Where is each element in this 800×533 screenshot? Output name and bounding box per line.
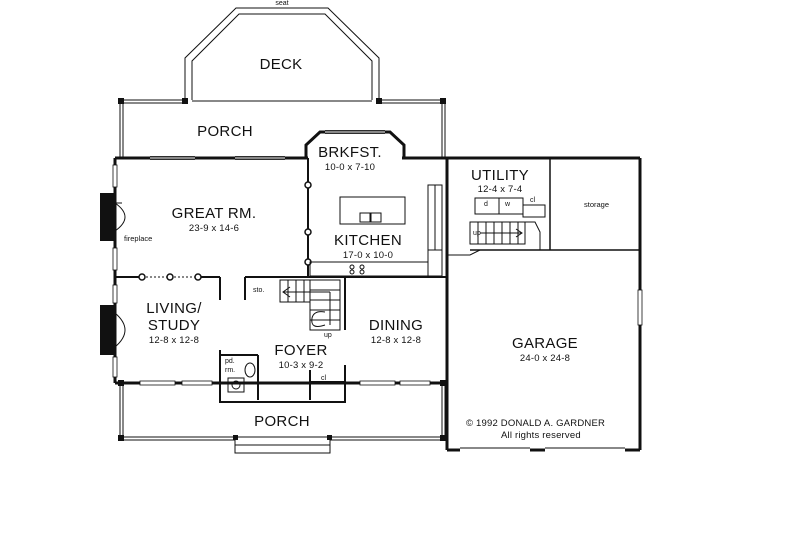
front-windows (139, 380, 431, 386)
dining-dims: 12-8 x 12-8 (370, 335, 422, 346)
copyright-line2: All rights reserved (501, 430, 581, 441)
utility-up-label: up (473, 230, 481, 237)
kitchen-label: KITCHEN (334, 232, 402, 249)
garage-door-openings (460, 447, 625, 452)
deck-label: DECK (259, 56, 303, 73)
columns (138, 181, 312, 281)
front-porch (119, 383, 446, 454)
dryer-label: d (484, 201, 488, 208)
foyer-closet-label: cl (321, 375, 327, 382)
seat-label: seat (275, 0, 289, 7)
west-windows (112, 164, 118, 378)
rear-porch-railing (119, 99, 446, 158)
stair-up-label: up (324, 332, 332, 339)
copyright-line1: © 1992 DONALD A. GARDNER (466, 418, 606, 429)
great-room-label: GREAT RM. (171, 205, 257, 222)
kitchen-counter (309, 249, 443, 277)
fireplace-living (100, 305, 126, 355)
living-label-line1: LIVING/ (146, 300, 202, 317)
rear-porch-label: PORCH (197, 123, 253, 140)
foyer-label: FOYER (274, 342, 328, 359)
washer-label: w (505, 201, 511, 208)
utility-fixtures (447, 197, 546, 256)
fireplace-label: fireplace (124, 234, 153, 243)
utility-dims: 12-4 x 7-4 (477, 184, 523, 195)
utility-label: UTILITY (471, 167, 529, 184)
living-label-line2: STUDY (147, 317, 201, 334)
foyer-dims: 10-3 x 9-2 (278, 360, 324, 371)
front-porch-posts (118, 380, 446, 441)
front-porch-label: PORCH (254, 413, 310, 430)
powder-room-label-line2: rm. (225, 367, 236, 374)
main-stair (279, 279, 341, 331)
storage-label: storage (584, 200, 610, 209)
rear-windows (150, 131, 385, 159)
kitchen-pantry (427, 184, 443, 251)
interior-walls (115, 158, 448, 403)
garage-label: GARAGE (512, 335, 578, 352)
brkfst-label: BRKFST. (318, 144, 382, 161)
fireplace-great-room (100, 193, 126, 241)
storage-walls (470, 158, 640, 251)
garage-dims: 24-0 x 24-8 (519, 353, 571, 364)
kitchen-dims: 17-0 x 10-0 (342, 250, 394, 261)
powder-room-label-line1: pd. (225, 358, 235, 365)
great-room-dims: 23-9 x 14-6 (188, 223, 240, 234)
brkfst-dims: 10-0 x 7-10 (324, 162, 376, 173)
powder-room-fixtures (227, 362, 256, 393)
garage-side-window (637, 289, 643, 326)
deck-outline (184, 7, 380, 100)
garage-walls (447, 156, 642, 452)
rear-porch-posts (118, 98, 446, 104)
dining-label: DINING (368, 317, 424, 334)
living-dims: 12-8 x 12-8 (148, 335, 200, 346)
utility-closet-label: cl (530, 197, 536, 204)
rear-windows-frames (150, 130, 385, 160)
kitchen-island (339, 196, 406, 225)
storage-closet-label: sto. (253, 287, 265, 294)
